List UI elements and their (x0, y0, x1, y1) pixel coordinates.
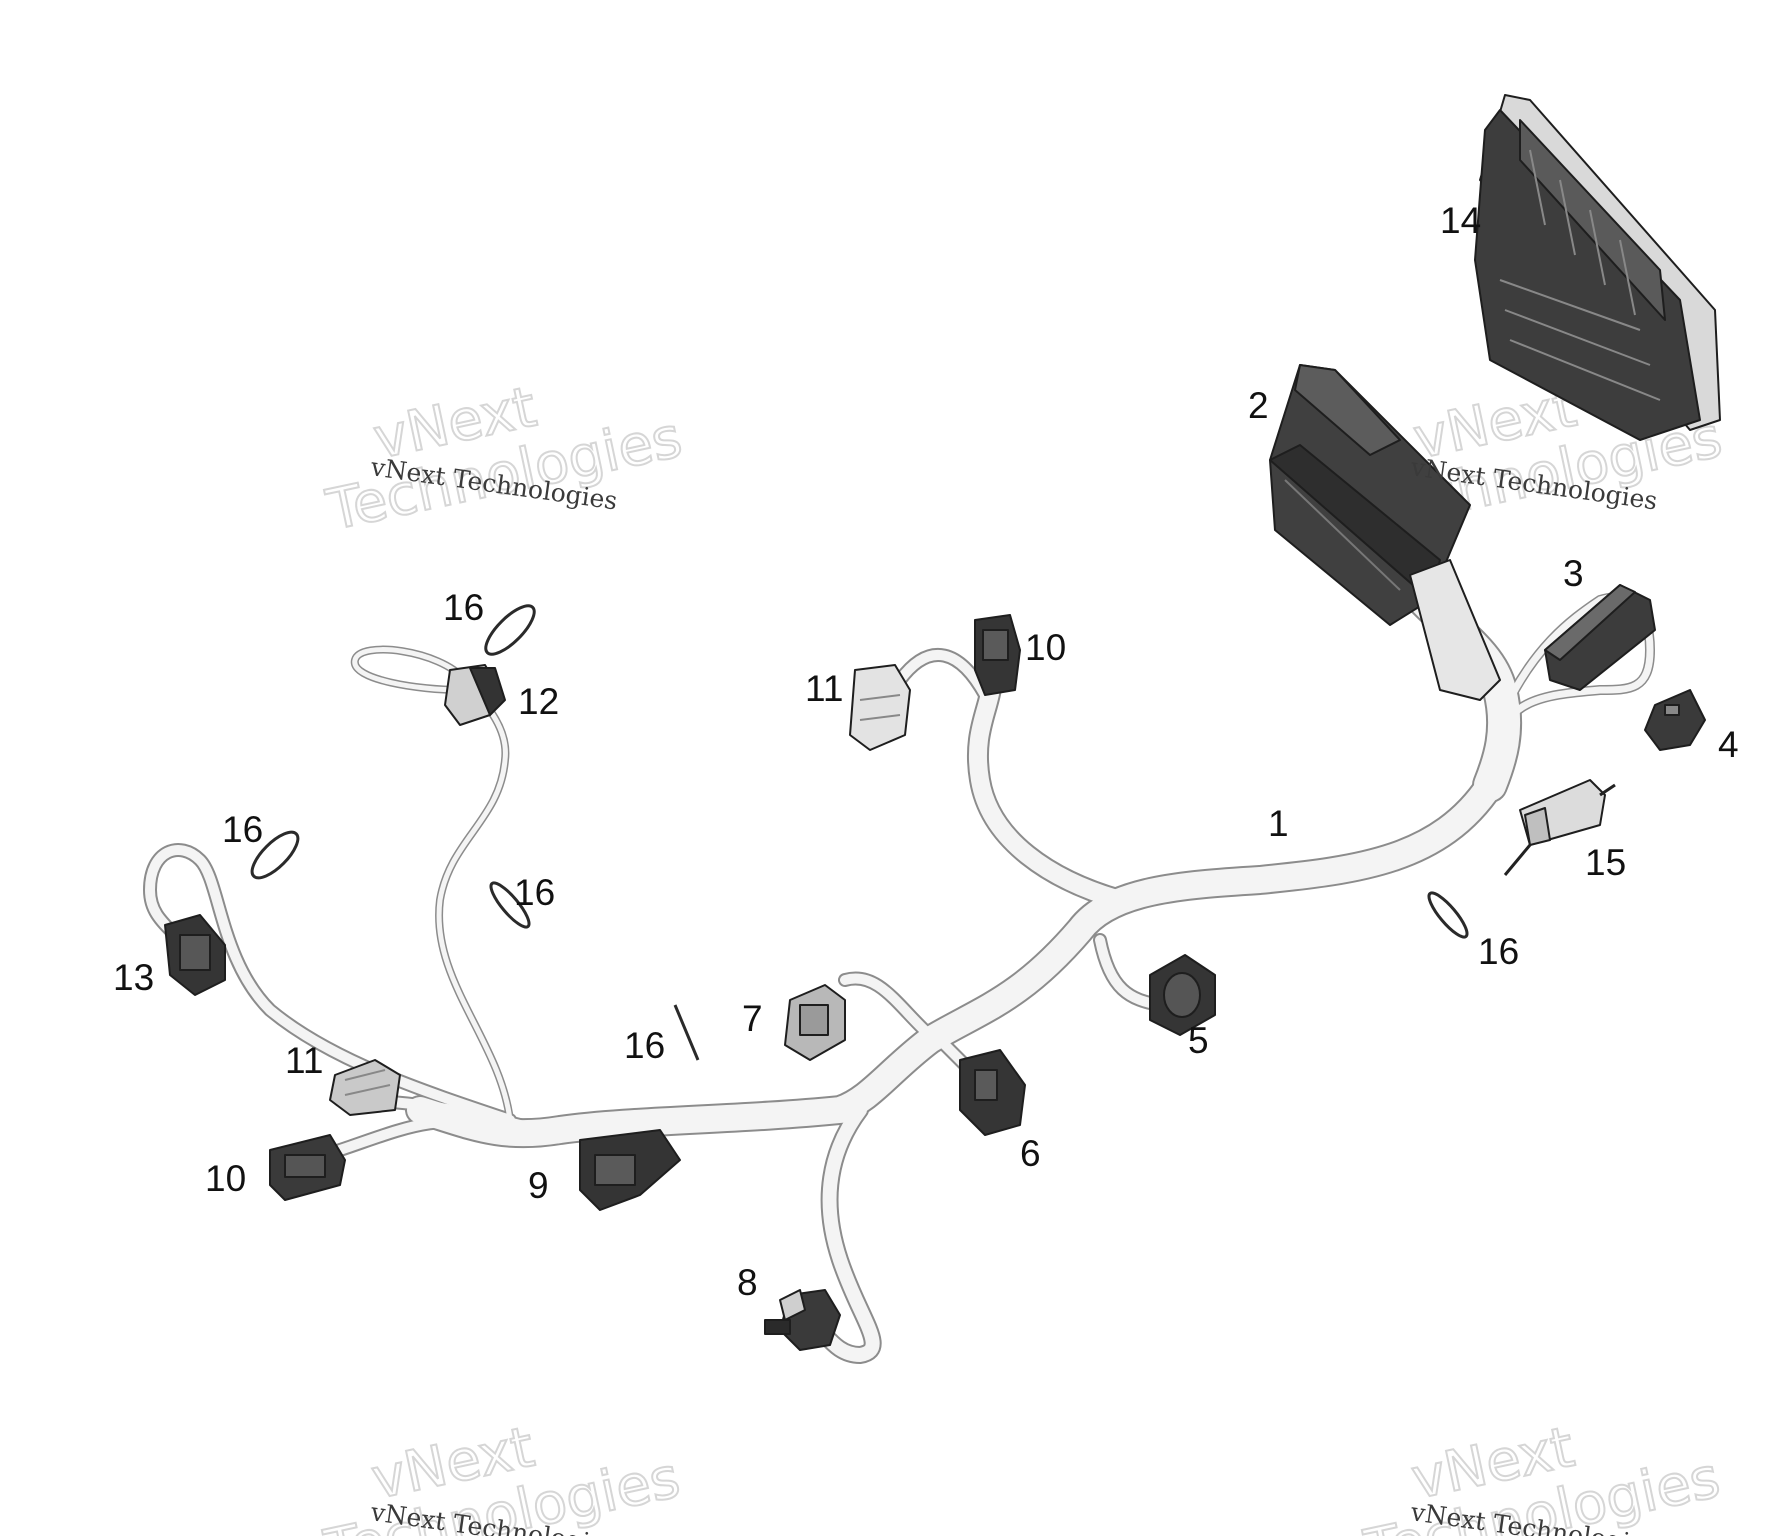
callout-16-lower: 16 (624, 1025, 665, 1066)
main-trunk (407, 772, 1503, 1147)
parts (164, 94, 1721, 1351)
branch-4 (1491, 594, 1654, 764)
callout-6: 6 (1020, 1133, 1041, 1174)
branch-12 (352, 647, 513, 1123)
callout-4: 4 (1718, 724, 1739, 765)
connector-13 (164, 914, 226, 996)
watermark-large-top-left: vNext Technologies (320, 374, 688, 545)
connector-11-left (329, 1059, 401, 1116)
connector-11-top (849, 664, 911, 751)
branch-10-left (335, 1116, 505, 1155)
callout-14: 14 (1440, 200, 1481, 241)
connector-9 (579, 1129, 681, 1211)
clamp-tie (673, 1004, 700, 1061)
callout-5: 5 (1188, 1020, 1209, 1061)
clamp-ring (250, 830, 300, 880)
connector-4 (1644, 689, 1706, 751)
callout-9: 9 (528, 1165, 549, 1206)
callout-7: 7 (742, 998, 763, 1039)
callout-16-top: 16 (443, 587, 484, 628)
callout-11-left: 11 (285, 1040, 323, 1081)
callout-13: 13 (113, 957, 154, 998)
callout-3: 3 (1563, 553, 1584, 594)
callout-2: 2 (1248, 385, 1269, 426)
connector-sleeve (1409, 559, 1501, 701)
clamp-ring (1427, 891, 1469, 939)
callout-16-mid: 16 (514, 872, 555, 913)
sensor-8 (764, 1289, 841, 1351)
callout-12: 12 (518, 681, 559, 722)
clamp-ring (484, 604, 536, 656)
branch-11-top (895, 649, 990, 700)
main-connector (1269, 364, 1471, 626)
connector-7 (784, 984, 846, 1061)
sensor-15 (1503, 779, 1616, 876)
ecu-module (1474, 94, 1721, 441)
callout-10-top: 10 (1025, 627, 1066, 668)
callout-16-left: 16 (222, 809, 263, 850)
callout-16-right: 16 (1478, 931, 1519, 972)
connector-6 (959, 1049, 1026, 1136)
connector-3 (1544, 584, 1656, 691)
connector-10-top (974, 614, 1021, 696)
connector-10-left (269, 1134, 346, 1201)
callout-8: 8 (737, 1262, 758, 1303)
main-trunk-outline (405, 770, 1505, 1149)
callout-15: 15 (1585, 842, 1626, 883)
watermark-large-bottom-left: vNext Technologies (318, 1414, 686, 1536)
clamp-ring (489, 881, 531, 929)
branch-8 (813, 1103, 880, 1362)
connector-5 (1149, 954, 1216, 1036)
branch-7 (840, 973, 940, 1045)
callout-10-left: 10 (205, 1158, 246, 1199)
connector-12 (444, 664, 506, 726)
clamps-16 (250, 604, 1469, 1061)
callout-1: 1 (1268, 803, 1289, 844)
callout-labels: 1 2 3 4 5 6 7 8 9 10 10 11 11 12 13 14 1… (113, 200, 1739, 1303)
callout-11-top: 11 (805, 668, 843, 709)
